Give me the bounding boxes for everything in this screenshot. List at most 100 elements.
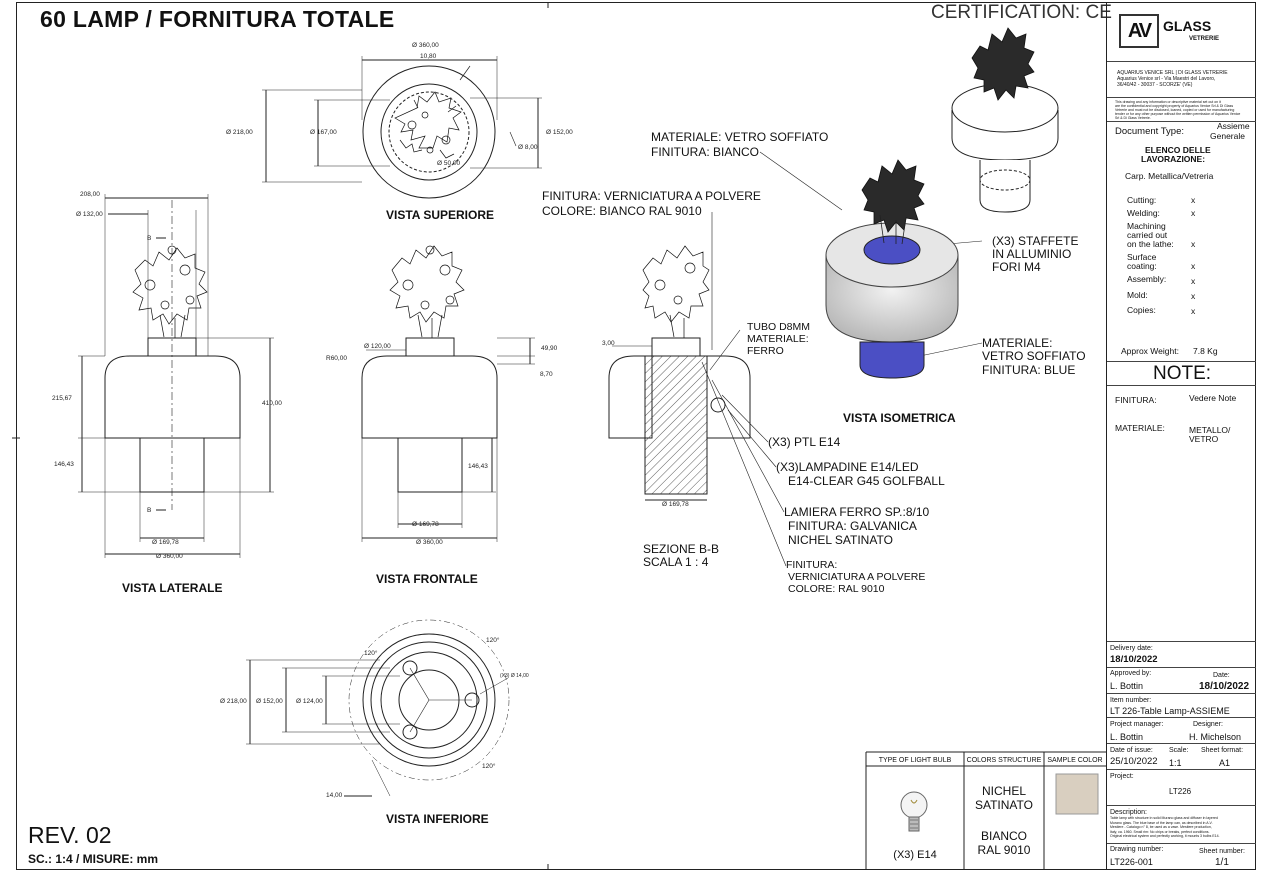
svg-text:8,70: 8,70 (540, 371, 553, 378)
top-view-drawing (262, 56, 542, 199)
callout-brackets-3: FORI M4 (992, 260, 1041, 274)
process-name-4: Assembly: (1127, 274, 1167, 284)
weight-value: 7.8 Kg (1193, 346, 1218, 356)
callout-paint-3: COLORE: RAL 9010 (788, 583, 885, 595)
elenco-1: ELENCO DELLE (1145, 145, 1211, 155)
technical-drawings: Ø 360,00 10,80 Ø 218,00 Ø 167,00 Ø 152,0… (12, 2, 1106, 870)
logo-av: AV (1119, 14, 1159, 48)
svg-text:B: B (147, 235, 151, 242)
bottom-view-drawing (246, 619, 510, 797)
callout-paint-1: FINITURA: (786, 559, 838, 571)
format-value: A1 (1219, 758, 1231, 768)
struct-color-3: BIANCO (980, 829, 1027, 843)
approved-label: Approved by: (1110, 670, 1152, 677)
process-mark-2: x (1191, 239, 1196, 249)
drawing-number-label: Drawing number: (1110, 846, 1164, 853)
project-label: Project: (1110, 773, 1134, 780)
sample-color-swatch (1055, 773, 1099, 815)
process-name-6: Copies: (1127, 305, 1156, 315)
svg-text:410,00: 410,00 (262, 400, 282, 407)
process-name-3: Surface (1127, 252, 1157, 262)
svg-text:215,67: 215,67 (52, 395, 72, 402)
svg-text:3,00: 3,00 (602, 340, 615, 347)
struct-color-4: RAL 9010 (977, 843, 1031, 857)
isometric-view-drawing (825, 159, 959, 379)
svg-text:Ø 169,78: Ø 169,78 (662, 501, 689, 508)
sheet-frame (16, 2, 1256, 870)
disclaimer-1: This drawing and any information or desc… (1115, 100, 1221, 104)
issue-label: Date of issue: (1110, 747, 1153, 754)
svg-text:120°: 120° (482, 762, 496, 770)
process-name-2c: on the lathe: (1127, 239, 1174, 249)
svg-text:Ø 167,00: Ø 167,00 (310, 129, 337, 136)
pm-value: L. Bottin (1110, 732, 1144, 742)
svg-text:Ø 169,78: Ø 169,78 (412, 521, 439, 528)
doc-type-label: Document Type: (1115, 126, 1185, 137)
carp-label: Carp. Metallica/Vetreria (1125, 171, 1214, 181)
section-view-drawing (608, 151, 983, 567)
company-line-3: 36/40/42 - 30037 - SCORZE' (VE) (1117, 82, 1193, 88)
certification-label: CERTIFICATION: CE (931, 2, 1112, 23)
doc-type-2: Generale (1210, 131, 1245, 141)
svg-text:Ø 218,00: Ø 218,00 (220, 698, 247, 705)
delivery-label: Delivery date: (1110, 645, 1153, 652)
process-mark-6: x (1191, 306, 1196, 316)
callout-paint-2: VERNICIATURA A POLVERE (788, 571, 926, 583)
colors-structure-header: COLORS STRUCTURE (966, 757, 1042, 764)
callout-tube-1: TUBO D8MM (747, 321, 810, 333)
svg-text:Ø 132,00: Ø 132,00 (76, 211, 103, 218)
materiale-label: MATERIALE: (1115, 423, 1165, 433)
process-name-5: Mold: (1127, 290, 1148, 300)
disclaimer-3: Vetrerie and must not be disclosed, loan… (1115, 108, 1235, 112)
company-logo: AV GLASS VETRERIE (1119, 12, 1247, 48)
description-1: Table lamp with structure in solid Muran… (1110, 816, 1218, 820)
delivery-value: 18/10/2022 (1110, 654, 1158, 665)
svg-text:120°: 120° (364, 649, 378, 657)
process-name-1: Welding: (1127, 208, 1160, 218)
svg-text:Ø 50,00: Ø 50,00 (437, 160, 461, 167)
scale-label-tb: Scale: (1169, 747, 1189, 754)
sheet-number-value: 1/1 (1215, 857, 1229, 868)
svg-text:Ø 152,00: Ø 152,00 (256, 698, 283, 705)
approved-value: L. Bottin (1110, 681, 1144, 691)
issue-value: 25/10/2022 (1110, 756, 1158, 767)
date-value: 18/10/2022 (1199, 681, 1250, 692)
revision-label: REV. 02 (28, 822, 112, 848)
callout-sheet-3: NICHEL SATINATO (788, 533, 893, 547)
struct-color-1: NICHEL (981, 784, 1026, 798)
section-label: SEZIONE B-B (643, 542, 720, 556)
view-label-frontale: VISTA FRONTALE (376, 572, 478, 586)
designer-value: H. Michelson (1189, 732, 1242, 742)
callout-tube-2: MATERIALE: (747, 333, 809, 345)
callout-finish-white: FINITURA: BIANCO (651, 145, 760, 159)
description-2: Murano glass. The blue base of the lamp … (1110, 820, 1213, 825)
svg-text:49,90: 49,90 (541, 345, 558, 352)
pm-label: Project manager: (1110, 721, 1164, 728)
process-mark-4: x (1191, 276, 1196, 286)
callout-material-glass: MATERIALE: VETRO SOFFIATO (651, 130, 829, 144)
svg-text:Ø 152,00: Ø 152,00 (546, 129, 573, 136)
view-label-superiore: VISTA SUPERIORE (386, 208, 495, 222)
callout-brackets-1: (X3) STAFFETE (992, 234, 1079, 248)
struct-color-2: SATINATO (974, 798, 1033, 812)
svg-text:Ø 124,00: Ø 124,00 (296, 698, 323, 705)
doc-type-1: Assieme (1217, 121, 1250, 131)
callout-brackets-2: IN ALLUMINIO (992, 247, 1072, 261)
elenco-2: LAVORAZIONE: (1141, 154, 1206, 164)
process-mark-0: x (1191, 195, 1196, 205)
disclaimer-4: tender or for any other purpose without … (1115, 112, 1241, 116)
svg-text:146,43: 146,43 (468, 463, 488, 470)
svg-text:208,00: 208,00 (80, 191, 100, 198)
callout-powder-finish: FINITURA: VERNICIATURA A POLVERE (542, 189, 761, 203)
svg-text:Ø 8,00: Ø 8,00 (518, 144, 538, 151)
process-mark-3: x (1191, 261, 1196, 271)
callout-blue-2: VETRO SOFFIATO (982, 349, 1086, 363)
svg-text:B: B (147, 507, 151, 514)
company-line-1: AQUARIUS VENICE SRL | DI GLASS VETRERIE (1117, 70, 1228, 76)
svg-text:146,43: 146,43 (54, 461, 74, 468)
date-label: Date: (1213, 672, 1230, 679)
callout-lamps-1: (X3)LAMPADINE E14/LED (776, 460, 919, 474)
logo-glass: GLASS (1163, 18, 1212, 34)
description-label: Description: (1110, 809, 1147, 816)
callout-sheet-2: FINITURA: GALVANICA (788, 519, 917, 533)
